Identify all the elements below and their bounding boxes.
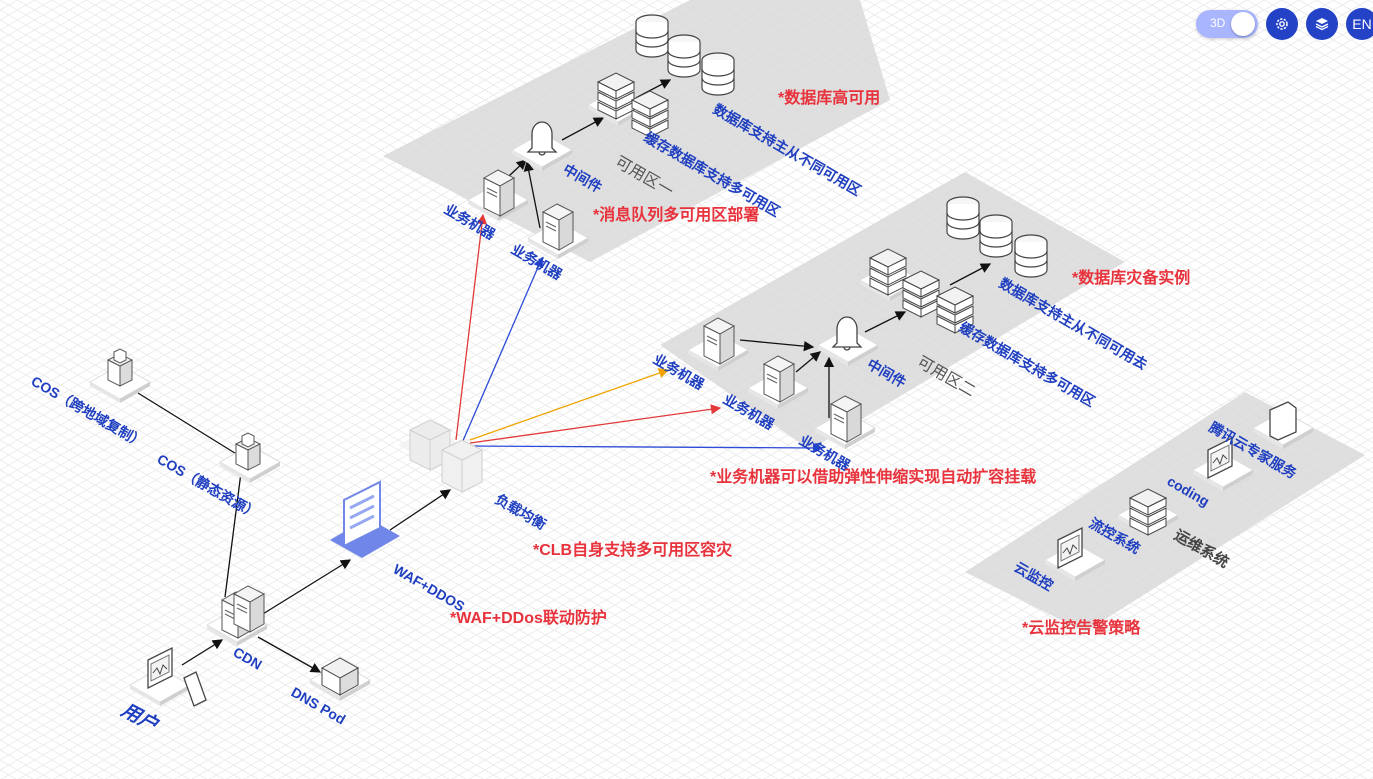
note-autoscale: *业务机器可以借助弹性伸缩实现自动扩容挂载 (710, 467, 1036, 486)
note-mq-multi-zone: *消息队列多可用区部署 (593, 205, 759, 224)
language-button[interactable]: EN (1346, 8, 1373, 40)
note-db-dr: *数据库灾备实例 (1072, 268, 1190, 287)
note-waf-ddos: *WAF+DDos联动防护 (450, 608, 607, 627)
3d-toggle[interactable]: 3D (1196, 10, 1258, 38)
arrow-clb-to-z1-machine2 (461, 256, 544, 444)
note-db-ha: *数据库高可用 (778, 88, 880, 107)
toggle-knob (1231, 12, 1255, 36)
arrow-clb-to-z2-machine1 (469, 368, 670, 441)
arrow-clb-to-z2-machine2 (469, 404, 722, 444)
layers-button[interactable] (1306, 8, 1338, 40)
arrow-cdn-to-waf (257, 559, 352, 618)
clb-node[interactable] (398, 419, 484, 493)
ops-tencent-expert[interactable] (1252, 401, 1314, 450)
dns-pod-node[interactable] (309, 657, 371, 702)
arrow-z2-m2-to-mw (795, 351, 821, 373)
phone-icon (183, 671, 207, 707)
arrow-z2-mw-to-cache (864, 311, 907, 333)
waf-node[interactable] (330, 480, 400, 558)
3d-toggle-label: 3D (1210, 16, 1226, 30)
arrow-z1-m2-to-mw (523, 160, 541, 229)
arrow-cdn-to-dns (257, 636, 322, 673)
user-devices[interactable] (129, 647, 207, 707)
arrow-cdn-to-cos (224, 455, 247, 598)
arrow-clb-to-z1-machine1 (455, 213, 488, 441)
gear-icon (1276, 18, 1288, 30)
line-cos-replication (137, 392, 239, 456)
arrow-clb-to-z2-machine3 (469, 442, 824, 454)
note-clb-dr: *CLB自身支持多可用区容灾 (533, 540, 733, 559)
layers-icon (1315, 18, 1329, 31)
top-right-toolbar: 3D EN (1196, 8, 1373, 40)
note-monitor-alert: *云监控告警策略 (1022, 618, 1141, 637)
settings-button[interactable] (1266, 8, 1298, 40)
arrow-z2-cache-to-db (949, 263, 992, 286)
arrow-user-to-cdn (181, 639, 224, 666)
arrow-waf-to-clb (389, 489, 452, 531)
arrow-z2-m1-to-mw (739, 339, 815, 352)
arrow-z1-mw-to-cache (561, 117, 605, 141)
